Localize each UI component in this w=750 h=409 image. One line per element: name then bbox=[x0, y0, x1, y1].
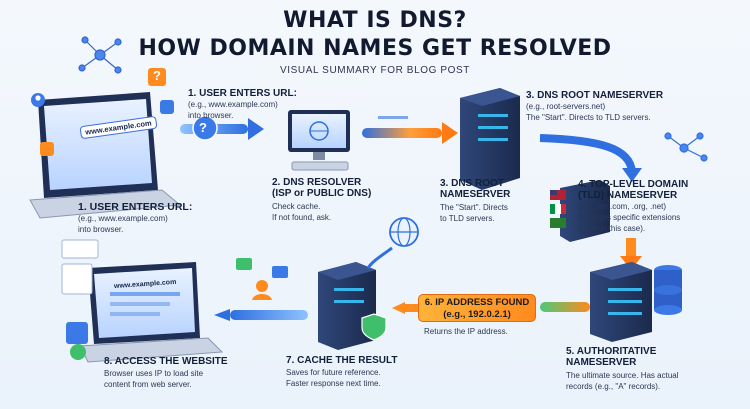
avatar-icon bbox=[31, 93, 45, 107]
step-6-heading1: 6. IP ADDRESS FOUND bbox=[424, 297, 530, 308]
shield-icon bbox=[361, 313, 387, 341]
step-6-heading2: (e.g., 192.0.2.1) bbox=[443, 309, 511, 320]
root-server-icon bbox=[460, 88, 520, 190]
step-3-mid: 3. DNS ROOT NAMESERVER The "Start". Dire… bbox=[440, 178, 510, 224]
desktop-computer-icon bbox=[288, 110, 350, 171]
page-subtitle: VISUAL SUMMARY FOR BLOG POST bbox=[280, 65, 470, 76]
question-mark-bubble: ? bbox=[153, 68, 161, 83]
step-5-body2: records (e.g., "A" records). bbox=[566, 382, 661, 391]
arrow-7-8 bbox=[230, 310, 308, 320]
step-7-heading: 7. CACHE THE RESULT bbox=[286, 355, 398, 366]
step-3-mid-heading1: 3. DNS ROOT bbox=[440, 178, 504, 189]
step-5-body1: The ultimate source. Has actual bbox=[566, 371, 679, 380]
tld-server-icon bbox=[550, 180, 610, 242]
step-3-top-body2: The "Start". Directs to TLD servers. bbox=[526, 113, 651, 122]
step-4-body1: (e.g., for .com, .org, .net) bbox=[578, 202, 667, 211]
step-7-body1: Saves for future reference. bbox=[286, 368, 381, 377]
step-8-heading: 8. ACCESS THE WEBSITE bbox=[104, 356, 228, 367]
step-3-mid-body1: The "Start". Directs bbox=[440, 203, 508, 212]
step-2-body1: Check cache. bbox=[272, 202, 321, 211]
step-3-top-body1: (e.g., root-servers.net) bbox=[526, 102, 606, 111]
step-7-body2: Faster response next time. bbox=[286, 379, 381, 388]
arrow-5-6 bbox=[540, 302, 590, 312]
step-4: 4. TOP-LEVEL DOMAIN (TLD) NAMESERVER (e.… bbox=[578, 179, 688, 234]
network-icon-right bbox=[664, 132, 708, 162]
step-5-heading2: NAMESERVER bbox=[566, 357, 637, 368]
step-3-top-heading: 3. DNS ROOT NAMESERVER bbox=[526, 90, 664, 101]
step-8: 8. ACCESS THE WEBSITE Browser uses IP to… bbox=[104, 356, 228, 390]
step-1-top-body1: (e.g., www.example.com) bbox=[188, 100, 278, 109]
step-3-mid-heading2: NAMESERVER bbox=[440, 189, 511, 200]
authoritative-server-icon bbox=[590, 262, 652, 342]
step-3-top: 3. DNS ROOT NAMESERVER (e.g., root-serve… bbox=[526, 90, 663, 123]
step-6-body: Returns the IP address. bbox=[424, 326, 508, 337]
step-1-top-heading: 1. USER ENTERS URL: bbox=[188, 88, 297, 99]
question-mark: ? bbox=[199, 120, 207, 135]
step-3-mid-body2: to TLD servers. bbox=[440, 214, 495, 223]
page-title-line2: HOW DOMAIN NAMES GET RESOLVED bbox=[138, 36, 612, 61]
step-5-heading1: 5. AUTHORITATIVE bbox=[566, 346, 657, 357]
step-2-heading2: (ISP or PUBLIC DNS) bbox=[272, 188, 372, 199]
cache-server-icon bbox=[318, 262, 387, 350]
question-circle-icon bbox=[192, 115, 218, 141]
ip-address-found-badge: 6. IP ADDRESS FOUND (e.g., 192.0.2.1) bbox=[418, 294, 536, 322]
panel-icons-left bbox=[61, 239, 99, 360]
step-8-body1: Browser uses IP to load site bbox=[104, 369, 204, 378]
arrow-2-3 bbox=[362, 128, 442, 138]
network-icon bbox=[78, 36, 122, 74]
step-1-left-heading: 1. USER ENTERS URL: bbox=[78, 201, 193, 213]
step-2-heading1: 2. DNS RESOLVER bbox=[272, 177, 362, 188]
question-bubble-icon bbox=[40, 68, 174, 156]
step-1-left-body1: (e.g., www.example.com) bbox=[78, 214, 168, 223]
step-4-body3: (.com in this case). bbox=[578, 224, 646, 233]
database-icon bbox=[654, 265, 682, 315]
globe-icon bbox=[389, 217, 419, 247]
laptop-bottom-icon bbox=[79, 262, 224, 363]
step-4-heading2: (TLD) NAMESERVER bbox=[578, 190, 678, 201]
step-4-heading1: 4. TOP-LEVEL DOMAIN bbox=[578, 179, 689, 190]
step-1-left: 1. USER ENTERS URL: (e.g., www.example.c… bbox=[78, 202, 192, 235]
step-7: 7. CACHE THE RESULT Saves for future ref… bbox=[286, 355, 398, 389]
step-1-left-body2: into browser. bbox=[78, 225, 124, 234]
page-title: WHAT IS DNS? bbox=[283, 8, 467, 33]
arrow-3-4 bbox=[539, 134, 636, 173]
step-2: 2. DNS RESOLVER (ISP or PUBLIC DNS) Chec… bbox=[272, 177, 371, 223]
step-5: 5. AUTHORITATIVE NAMESERVER The ultimate… bbox=[566, 346, 679, 392]
step-1-top-body2: into browser. bbox=[188, 111, 234, 120]
user-avatar-icon bbox=[236, 258, 288, 300]
step-1-top: 1. USER ENTERS URL: (e.g., www.example.c… bbox=[188, 88, 297, 121]
step-2-body2: If not found, ask. bbox=[272, 213, 332, 222]
step-8-body2: content from web server. bbox=[104, 380, 192, 389]
step-4-body2: Manages specific extensions bbox=[578, 213, 681, 222]
step-6-body-text: Returns the IP address. bbox=[424, 327, 508, 336]
